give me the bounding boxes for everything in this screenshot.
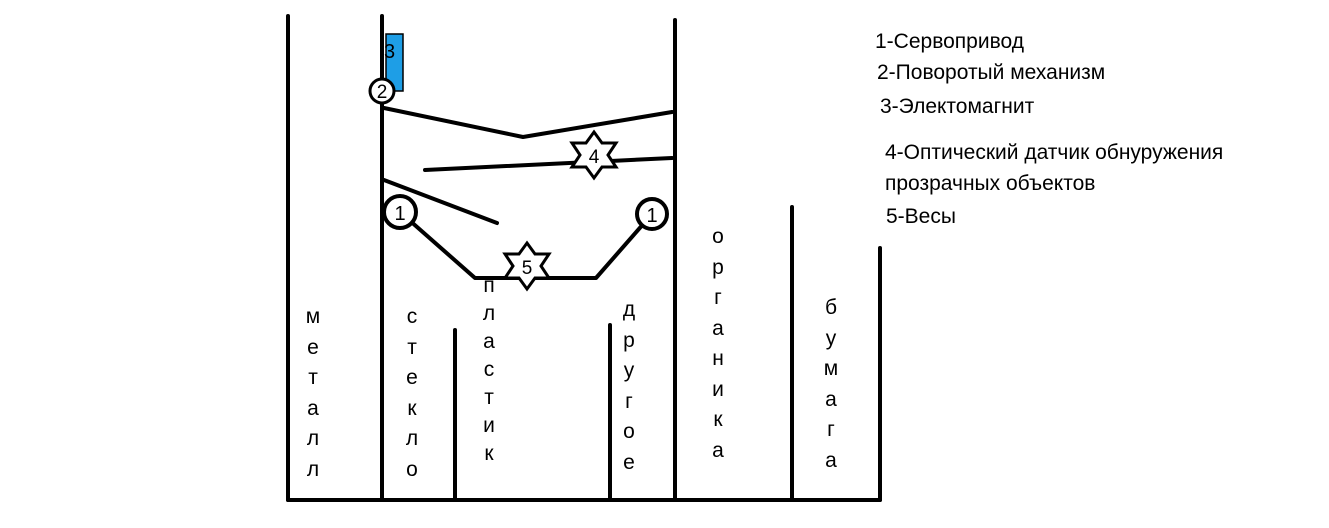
legend-item-5: 5-Весы bbox=[886, 205, 956, 228]
sensor-bar bbox=[423, 156, 674, 172]
servo-right-circle bbox=[635, 197, 669, 231]
marker-2: 2 bbox=[377, 82, 388, 103]
upper-chute bbox=[382, 106, 674, 139]
marker-1-left: 1 bbox=[394, 203, 405, 225]
legend-item-4-line1: 4-Оптический датчик обнуружения bbox=[885, 141, 1224, 164]
legend-item-1: 1-Сервопривод bbox=[875, 30, 1024, 53]
marker-1-right: 1 bbox=[646, 205, 657, 227]
rotary-mechanism-circle bbox=[368, 77, 396, 105]
legend-item-4-line2: прозрачных объектов bbox=[885, 172, 1096, 195]
marker-4: 4 bbox=[589, 147, 600, 168]
legend-item-2: 2-Поворотый механизм bbox=[877, 61, 1106, 84]
legend-item-3: 3-Электомагнит bbox=[880, 95, 1035, 118]
scales-star bbox=[502, 240, 552, 292]
servo-left-circle bbox=[382, 194, 418, 230]
deflector bbox=[382, 178, 499, 225]
marker-5: 5 bbox=[522, 258, 533, 279]
marker-3: 3 bbox=[384, 41, 395, 63]
optical-sensor-star bbox=[569, 129, 619, 181]
